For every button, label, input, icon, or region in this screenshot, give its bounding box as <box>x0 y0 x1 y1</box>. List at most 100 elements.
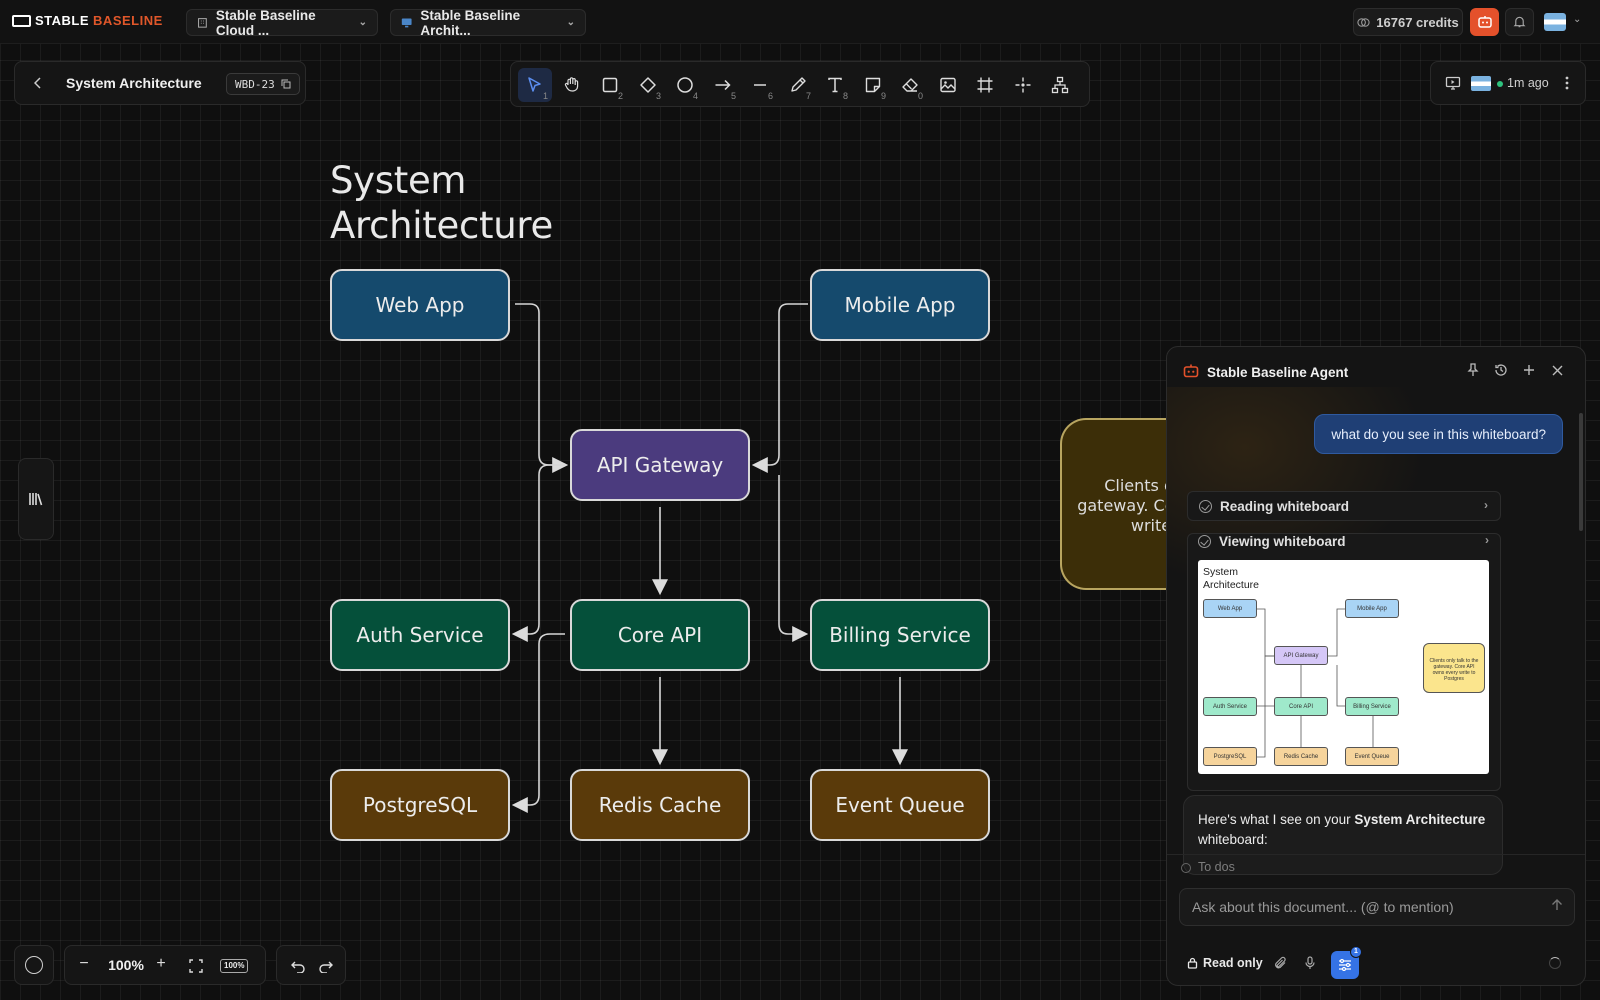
node-redis-cache[interactable]: Redis Cache <box>570 769 750 841</box>
thumb-node: API Gateway <box>1274 646 1328 665</box>
thumbnail-title: System Architecture <box>1203 566 1260 591</box>
tool-ellipse[interactable]: 4 <box>668 68 702 102</box>
thumb-node: Redis Cache <box>1274 747 1328 766</box>
user-message: what do you see in this whiteboard? <box>1314 414 1563 454</box>
tool-note[interactable]: 9 <box>856 68 890 102</box>
tool-frame[interactable] <box>968 68 1002 102</box>
tool-diamond[interactable]: 3 <box>631 68 665 102</box>
zoom-level[interactable]: 100% <box>108 957 144 973</box>
robot-icon <box>1477 16 1492 28</box>
close-button[interactable] <box>1547 360 1567 380</box>
back-button[interactable] <box>29 73 47 93</box>
logo-text-baseline: BASELINE <box>93 13 163 28</box>
agent-settings-button[interactable]: 1 <box>1331 946 1362 979</box>
step-viewing-whiteboard[interactable]: Viewing whiteboard › <box>1187 527 1501 557</box>
node-auth-service[interactable]: Auth Service <box>330 599 510 671</box>
whiteboard-thumbnail[interactable]: System Architecture Web App Mobile App A… <box>1198 560 1489 774</box>
history-icon <box>1495 364 1507 376</box>
zoom-out-button[interactable]: − <box>79 955 89 972</box>
pin-button[interactable] <box>1463 360 1483 380</box>
tool-select[interactable]: 1 <box>518 68 552 102</box>
agent-toggle-button[interactable] <box>1470 8 1499 36</box>
history-button[interactable] <box>1491 360 1511 380</box>
node-postgresql[interactable]: PostgreSQL <box>330 769 510 841</box>
tool-shortcut: 3 <box>655 91 661 101</box>
tool-text[interactable]: 8 <box>818 68 852 102</box>
sticky-note-icon <box>865 77 881 93</box>
fit-screen-icon[interactable] <box>189 959 203 973</box>
document-title-panel: System Architecture WBD-23 <box>14 61 306 105</box>
tool-rectangle[interactable]: 2 <box>593 68 627 102</box>
tool-shortcut: 1 <box>542 91 548 101</box>
connector-gateway-billing <box>778 475 809 642</box>
workspace-selector[interactable]: Stable Baseline Cloud ... ⌄ <box>186 8 378 38</box>
zoom-reset-button[interactable]: 100% <box>220 959 249 973</box>
chevron-right-icon: › <box>1485 533 1489 547</box>
notifications-button[interactable] <box>1505 8 1534 36</box>
undo-icon[interactable] <box>291 959 305 973</box>
step-label: Reading whiteboard <box>1220 499 1350 514</box>
theme-toggle-button[interactable] <box>14 945 54 985</box>
canvas-title-line: System <box>330 159 467 202</box>
credits-badge[interactable]: 16767 credits <box>1353 8 1463 36</box>
tool-hand[interactable] <box>555 68 589 102</box>
circle-icon <box>677 77 693 93</box>
node-core-api[interactable]: Core API <box>570 599 750 671</box>
document-selector[interactable]: Stable Baseline Archit... ⌄ <box>390 8 586 38</box>
tool-diagram[interactable] <box>1043 68 1077 102</box>
user-avatar[interactable] <box>1544 13 1566 31</box>
tool-arrow[interactable]: 5 <box>706 68 740 102</box>
cursor-icon <box>528 77 541 92</box>
chevron-down-icon[interactable]: ⌄ <box>1573 14 1582 25</box>
thumb-node: Auth Service <box>1203 697 1257 716</box>
voice-button[interactable] <box>1299 952 1321 974</box>
hand-icon <box>564 77 579 92</box>
connector-gateway-auth <box>511 464 565 642</box>
sticky-note[interactable]: Clients only gateway. Co every write <box>1060 418 1180 590</box>
read-only-toggle[interactable]: Read only <box>1187 956 1263 970</box>
document-id-badge[interactable]: WBD-23 <box>226 73 300 95</box>
tool-laser[interactable] <box>1006 68 1040 102</box>
lock-icon <box>1187 957 1198 969</box>
redo-icon[interactable] <box>319 959 333 973</box>
node-mobile-app[interactable]: Mobile App <box>810 269 990 341</box>
todos-row[interactable]: To dos <box>1167 854 1585 880</box>
zoom-controls: − 100% + 100% <box>64 945 266 985</box>
tool-image[interactable] <box>931 68 965 102</box>
connector-webapp-gateway <box>515 303 569 473</box>
text-icon <box>828 77 842 93</box>
tool-eraser[interactable]: 0 <box>893 68 927 102</box>
library-tab[interactable] <box>18 458 54 540</box>
collaborator-avatar[interactable] <box>1471 76 1491 91</box>
agent-title: Stable Baseline Agent <box>1207 365 1349 380</box>
connector-coreapi-postgres <box>511 633 565 813</box>
attach-button[interactable] <box>1269 952 1291 974</box>
present-icon[interactable] <box>1445 76 1461 90</box>
library-icon <box>29 493 43 506</box>
tool-line[interactable]: 6 <box>743 68 777 102</box>
node-web-app[interactable]: Web App <box>330 269 510 341</box>
node-api-gateway[interactable]: API Gateway <box>570 429 750 501</box>
presence-panel: 1m ago <box>1430 61 1586 105</box>
canvas-title-text[interactable]: System Architecture <box>330 158 590 248</box>
history-controls <box>276 945 346 985</box>
chat-input[interactable] <box>1192 897 1522 917</box>
tool-draw[interactable]: 7 <box>781 68 815 102</box>
chat-scrollbar[interactable] <box>1579 413 1583 531</box>
check-circle-icon <box>1199 500 1212 513</box>
building-icon <box>198 18 207 28</box>
step-reading-whiteboard[interactable]: Reading whiteboard › <box>1187 491 1501 521</box>
plus-icon <box>1524 365 1534 375</box>
more-vertical-icon[interactable] <box>1565 76 1569 90</box>
node-event-queue[interactable]: Event Queue <box>810 769 990 841</box>
zoom-in-button[interactable]: + <box>156 955 166 972</box>
coins-icon <box>1357 17 1370 27</box>
new-chat-button[interactable] <box>1519 360 1539 380</box>
node-billing-service[interactable]: Billing Service <box>810 599 990 671</box>
logo-text-stable: STABLE <box>35 13 90 28</box>
tool-shortcut: 6 <box>767 91 773 101</box>
thumb-node: Billing Service <box>1345 697 1399 716</box>
send-arrow-icon[interactable] <box>1550 898 1564 912</box>
